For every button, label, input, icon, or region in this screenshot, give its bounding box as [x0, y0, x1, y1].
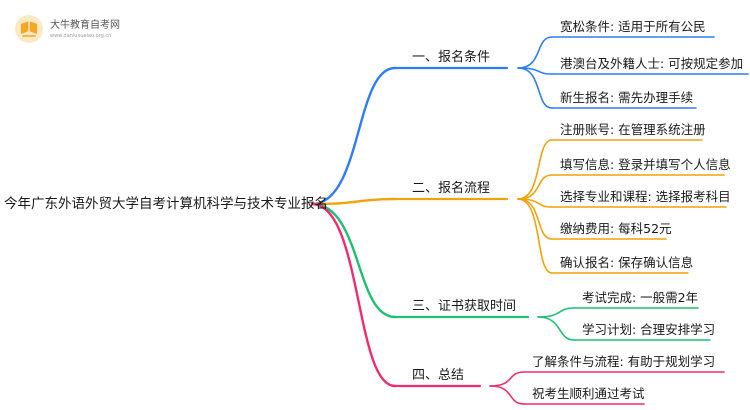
site-url: www.daniuxueiao.org.cn	[50, 33, 112, 39]
site-logo: 大牛教育自考网 www.daniuxueiao.org.cn	[14, 14, 146, 46]
leaf-confirm-registration: 确认报名: 保存确认信息	[560, 255, 694, 270]
mindmap-root: 今年广东外语外贸大学自考计算机科学与技术专业报名	[4, 196, 328, 212]
branch-certificate-time: 三、证书获取时间	[412, 299, 517, 314]
leaf-broad-eligibility: 宽松条件: 适用于所有公民	[560, 19, 706, 34]
leaf-pay-fees: 缴纳费用: 每科52元	[560, 221, 672, 236]
leaf-connector	[489, 371, 525, 387]
branch-connector	[310, 202, 397, 319]
leaf-new-student-registration: 新生报名: 需先办理手续	[560, 90, 694, 105]
leaf-connector	[537, 307, 575, 318]
leaf-good-luck: 祝考生顺利通过考试	[532, 386, 645, 401]
book-logo-icon	[15, 15, 43, 43]
leaf-connector	[517, 36, 553, 69]
leaf-connector	[517, 198, 553, 274]
leaf-connector	[517, 174, 553, 200]
branch-connector	[310, 202, 397, 388]
branch-conditions: 一、报名条件	[412, 50, 491, 65]
branch-summary: 四、总结	[412, 368, 465, 383]
leaf-select-courses: 选择专业和课程: 选择报考科目	[560, 189, 731, 204]
leaf-exam-completion: 考试完成: 一般需2年	[582, 290, 699, 305]
leaf-fill-info: 填写信息: 登录并填写个人信息	[560, 157, 731, 172]
leaf-register-account: 注册账号: 在管理系统注册	[560, 122, 706, 137]
branch-process: 二、报名流程	[412, 181, 491, 196]
branch-connector	[310, 66, 397, 206]
leaf-understand-process: 了解条件与流程: 有助于规划学习	[532, 354, 716, 369]
leaf-hk-macau-taiwan-foreign: 港澳台及外籍人士: 可按规定参加	[560, 56, 744, 71]
site-name: 大牛教育自考网	[50, 20, 120, 31]
leaf-connector	[517, 139, 553, 200]
leaf-connector	[517, 198, 553, 240]
branch-connector	[310, 197, 397, 206]
leaf-study-plan: 学习计划: 合理安排学习	[582, 322, 716, 337]
leaf-connector	[489, 385, 525, 405]
leaf-connector	[537, 316, 575, 341]
leaf-connector	[517, 67, 553, 109]
